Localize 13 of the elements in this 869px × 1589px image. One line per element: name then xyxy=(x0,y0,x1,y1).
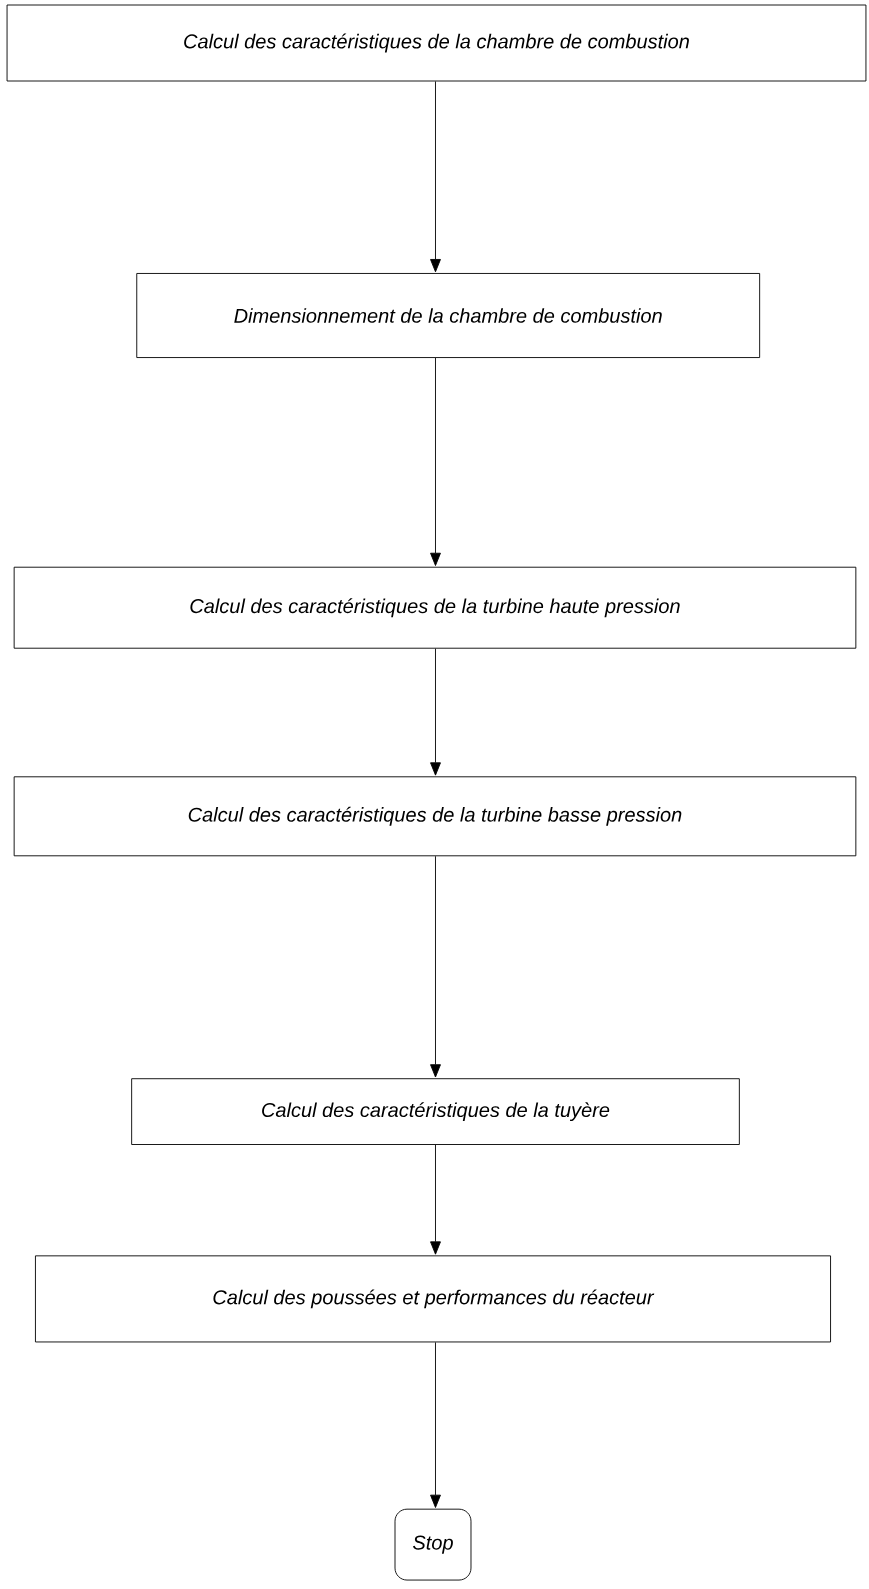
process-box: Calcul des caractéristiques de la turbine basse pression xyxy=(13,776,857,857)
arrow xyxy=(430,1341,441,1508)
terminal-box: Stop xyxy=(394,1508,472,1581)
process-box: Calcul des caractéristiques de la turbine haute pression xyxy=(13,566,857,649)
process-box: Calcul des caractéristiques de la tuyère xyxy=(131,1078,740,1145)
arrow xyxy=(430,648,441,776)
arrow xyxy=(430,81,441,273)
process-box: Dimensionnement de la chambre de combustion xyxy=(136,273,761,358)
process-box: Calcul des caractéristiques de la chambre de combustion xyxy=(6,4,867,82)
process-box: Calcul des poussées et performances du réacteur xyxy=(35,1255,831,1343)
arrow xyxy=(430,1144,441,1255)
arrow xyxy=(430,855,441,1078)
arrow xyxy=(430,357,441,566)
